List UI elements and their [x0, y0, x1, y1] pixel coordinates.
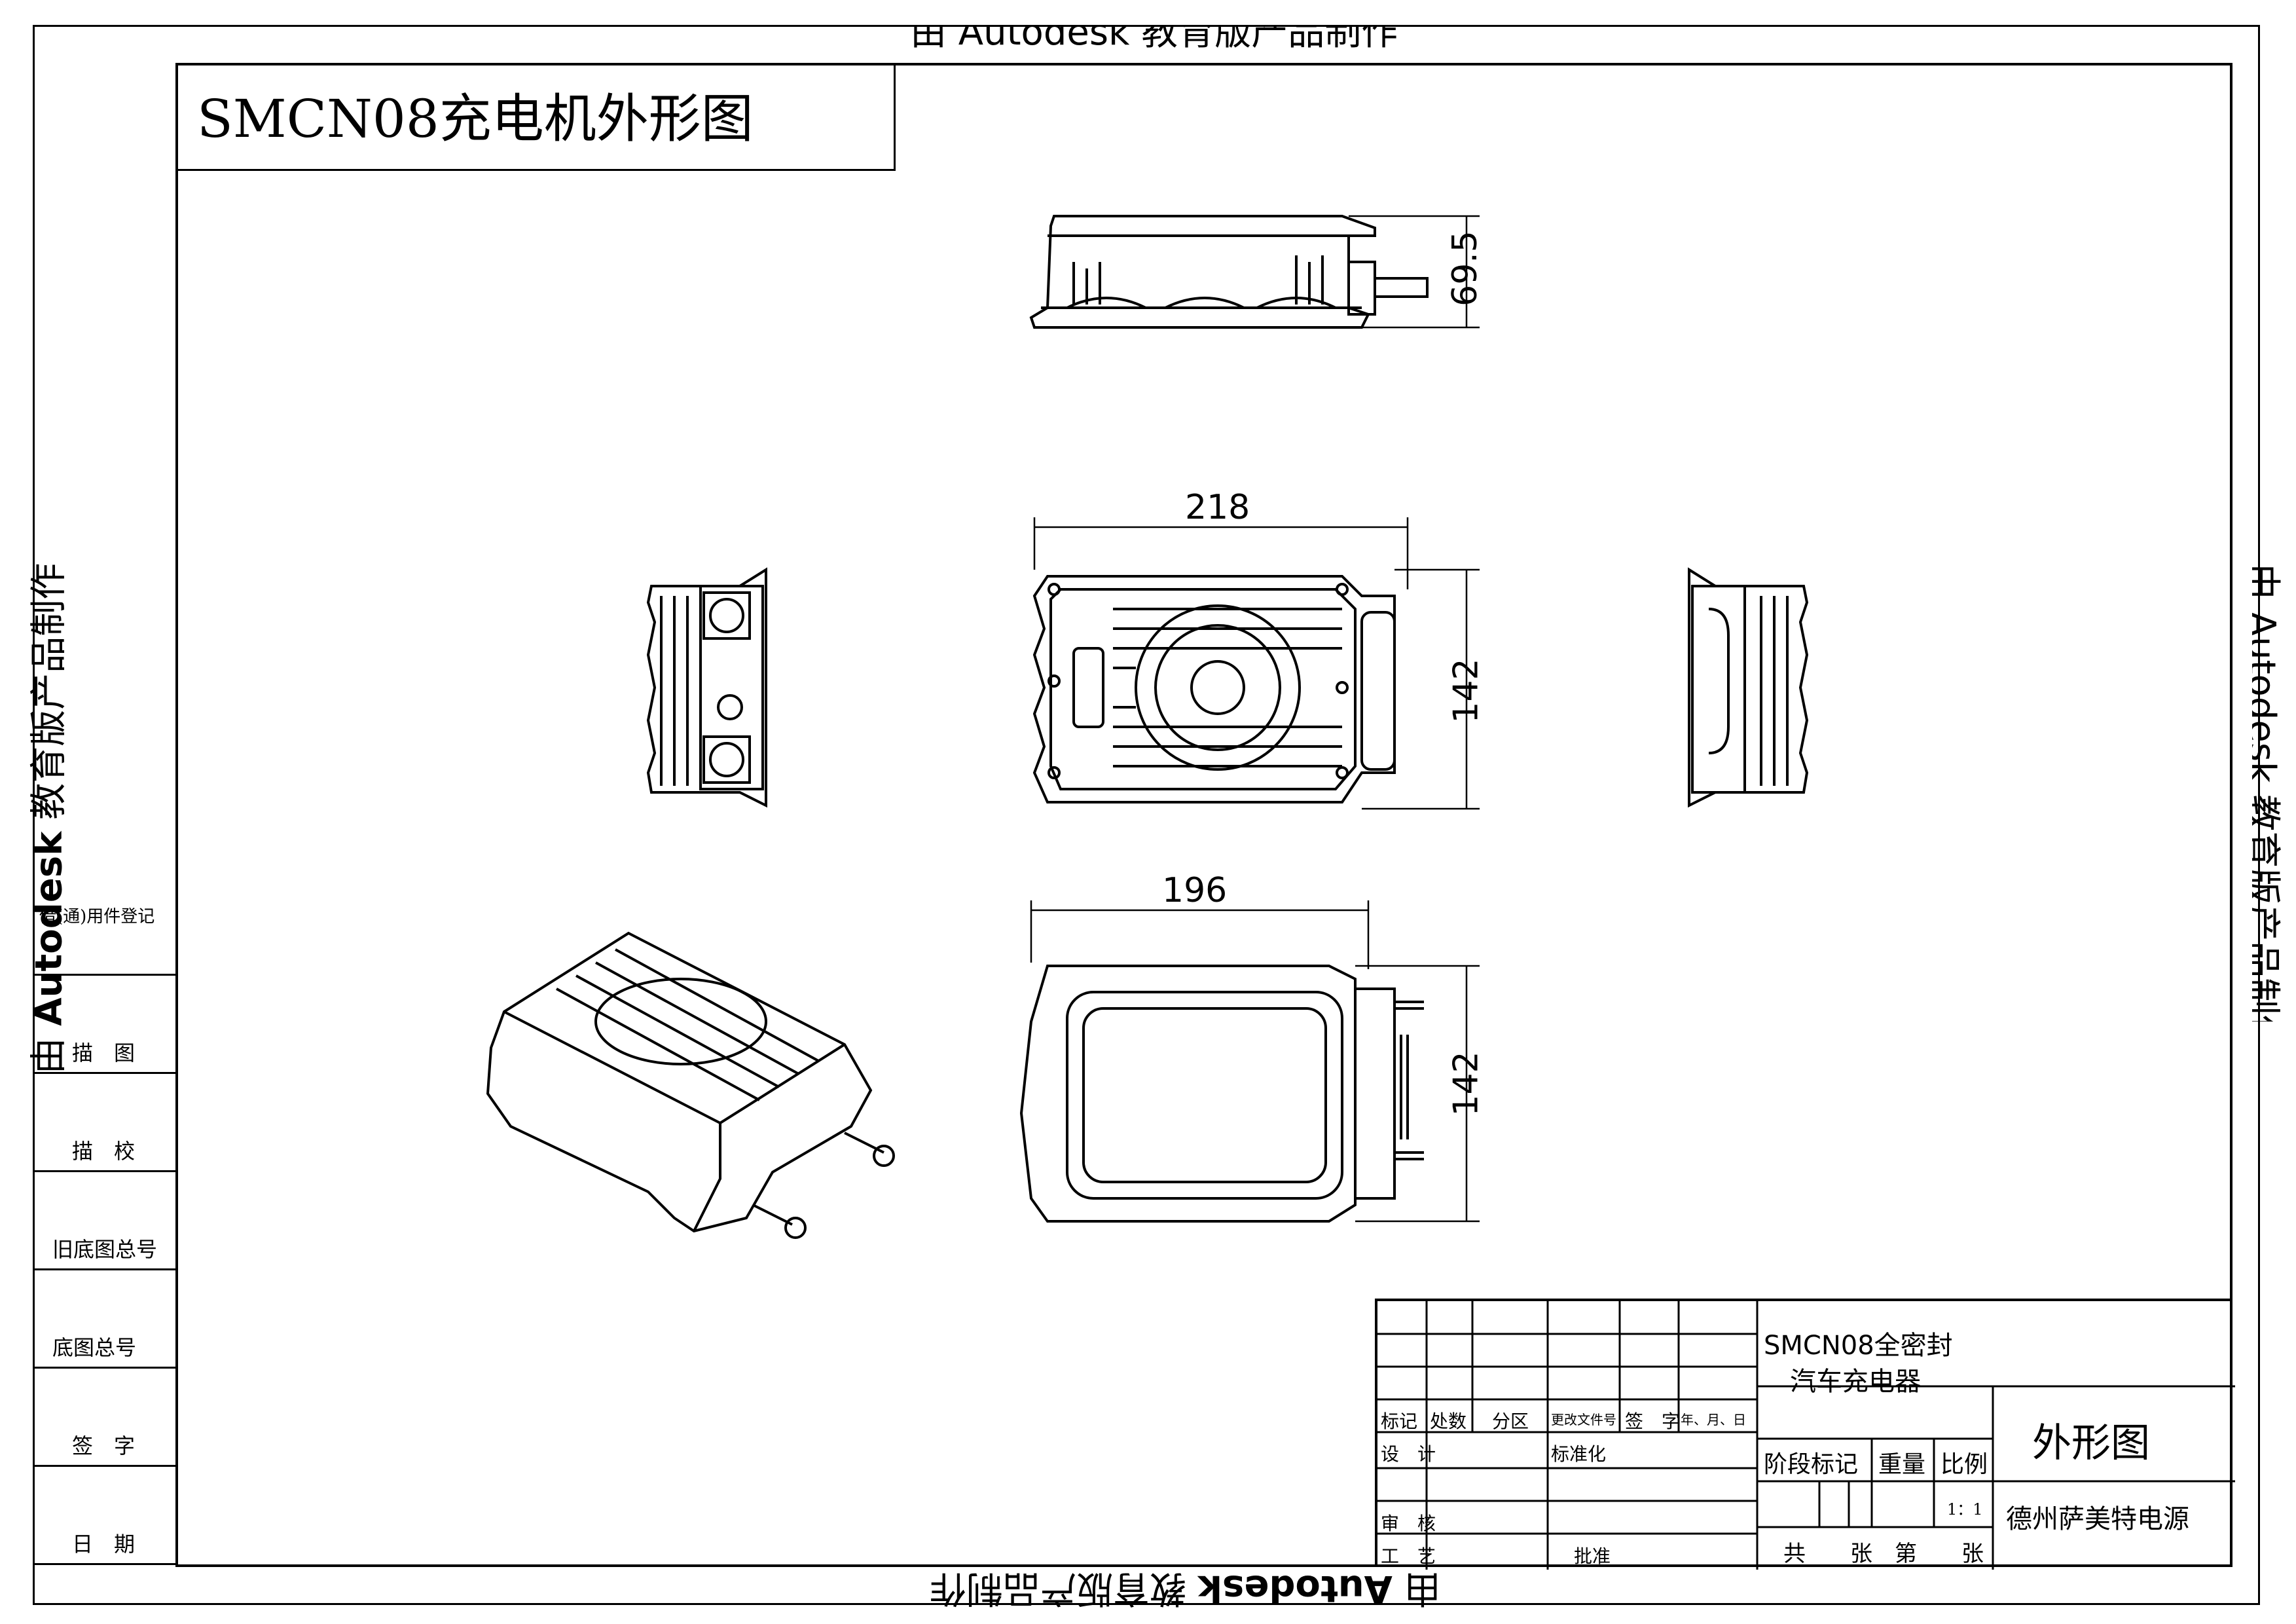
weight-label: 重量: [1878, 1451, 1926, 1478]
side-item-signature: 签 字: [33, 1369, 175, 1467]
dimension-lines: [1030, 215, 1480, 1223]
drawing-outer-frame: [33, 25, 2260, 1605]
left-view: [646, 567, 767, 808]
title-block: 标记 处数 分区 更改文件号 签 字 年、月、日 设 计 标准化 审 核 工 艺…: [1375, 1299, 2235, 1570]
tb-header-zone: 分区: [1492, 1411, 1529, 1432]
side-item-date: 日 期: [33, 1467, 175, 1565]
tb-row-process: 工 艺: [1381, 1545, 1436, 1567]
scale-label: 比例: [1941, 1451, 1988, 1478]
drawing-inner-frame: [175, 63, 2232, 1567]
side-item-label: 借(通)用件登记: [39, 907, 155, 927]
side-item-label: 日 期: [72, 1532, 136, 1557]
side-item-base-number: 底图总号: [33, 1270, 175, 1369]
top-view: [1029, 215, 1429, 329]
sheet-info: 共 张 第 张: [1783, 1541, 1984, 1567]
dimension-front-width: 218: [1185, 488, 1250, 527]
product-name-line1: SMCN08全密封: [1764, 1331, 1953, 1361]
drawing-name: 外形图: [2032, 1420, 2150, 1466]
tb-header-date: 年、月、日: [1681, 1412, 1746, 1428]
watermark-top-text: 由 Autodesk 教育版产品制作: [910, 26, 1398, 54]
side-item-label: 描 图: [72, 1041, 136, 1065]
isometric-view: [486, 931, 895, 1239]
front-view: [1032, 575, 1396, 803]
tb-header-count: 处数: [1430, 1411, 1467, 1432]
dimension-bottom-height: 142: [1446, 1051, 1486, 1116]
dimension-top-height: 69.5: [1445, 231, 1485, 306]
tb-row-approve: 批准: [1574, 1545, 1611, 1567]
side-item-registration: 借(通)用件登记: [33, 891, 175, 976]
title-block-grid: [1377, 1301, 2235, 1570]
product-name-line2: 汽车充电器: [1790, 1367, 1921, 1397]
side-item-label: 旧底图总号: [52, 1237, 158, 1262]
watermark-top: 由 Autodesk 教育版产品制作: [910, 26, 1398, 58]
tb-row-review: 审 核: [1381, 1513, 1436, 1534]
side-item-label: 描 校: [72, 1139, 136, 1164]
tb-row-design: 设 计: [1381, 1443, 1436, 1465]
company-name: 德州萨美特电源: [2006, 1504, 2189, 1534]
tb-row-standard: 标准化: [1551, 1443, 1607, 1465]
side-item-label: 底图总号: [52, 1335, 137, 1360]
tb-header-change-doc: 更改文件号: [1551, 1412, 1616, 1428]
stage-mark-label: 阶段标记: [1764, 1451, 1859, 1478]
dimension-bottom-width: 196: [1162, 871, 1228, 910]
tb-header-signature: 签 字: [1625, 1411, 1681, 1432]
drawing-title: SMCN08充电机外形图: [175, 63, 896, 171]
side-item-old-base-number: 旧底图总号: [33, 1172, 175, 1270]
side-item-label: 签 字: [72, 1433, 136, 1458]
side-item-drawing: 描 图: [33, 976, 175, 1074]
right-view: [1688, 567, 1809, 808]
dimension-front-height: 142: [1446, 658, 1486, 724]
scale-value: 1：1: [1947, 1500, 1983, 1519]
side-item-checking: 描 校: [33, 1074, 175, 1172]
bottom-view: [1019, 965, 1424, 1223]
tb-header-mark: 标记: [1381, 1411, 1418, 1432]
